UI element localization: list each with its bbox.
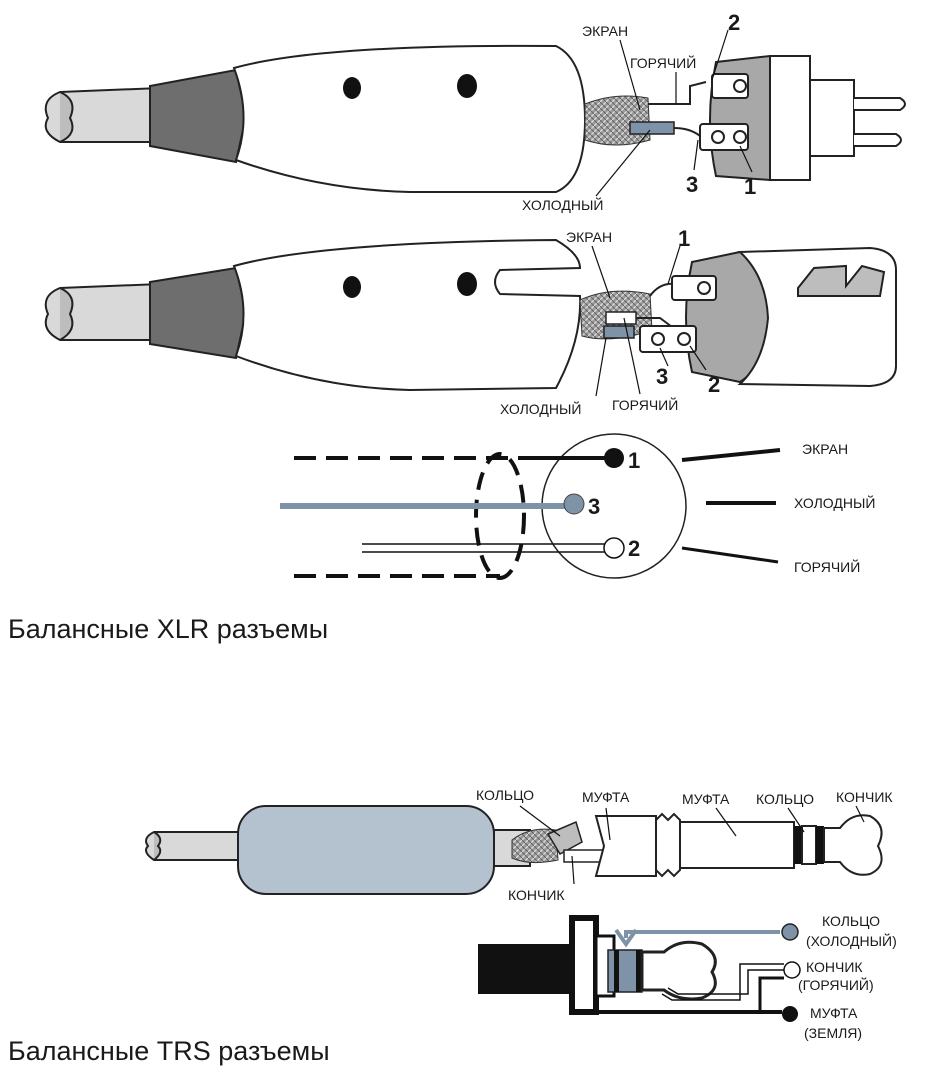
- xlr-male-cold-wire: [629, 121, 675, 135]
- trs-schematic-tip-dot: [783, 961, 801, 979]
- trs-plug-ring-left-label: КОЛЬЦО: [476, 787, 534, 803]
- trs-schematic-tip-label: КОНЧИК: [806, 959, 863, 975]
- xlr-male-strain-relief: [149, 68, 248, 164]
- xlr-female-hot-label: ГОРЯЧИЙ: [612, 396, 678, 413]
- trs-schematic-sleeve-label: МУФТА: [810, 1005, 858, 1021]
- xlr-female-cold-label: ХОЛОДНЫЙ: [500, 400, 581, 417]
- xlr-schematic: [280, 433, 781, 580]
- xlr-schematic-cold-label: ХОЛОДНЫЙ: [794, 494, 875, 511]
- xlr-male-pin-top-label: 2: [728, 10, 740, 35]
- trs-schematic-hot-wire: [661, 963, 784, 1001]
- xlr-female-cable: [44, 282, 161, 341]
- trs-cable: [145, 831, 251, 861]
- trs-plug-body: [237, 805, 495, 895]
- xlr-male-connector: [44, 29, 906, 197]
- trs-ring-band: [794, 826, 802, 864]
- xlr-male-braid: [584, 95, 651, 146]
- xlr-female-strain-relief: [149, 266, 248, 360]
- trs-schematic-ring-label: КОЛЬЦО: [822, 913, 880, 929]
- trs-plug-sleeve-left-label: МУФТА: [582, 789, 630, 805]
- trs-schematic-cold-wire: [624, 930, 780, 938]
- xlr-pin-1-dot: [604, 448, 624, 468]
- xlr-schematic-pin2-label: 2: [628, 536, 640, 561]
- trs-plug-ring-right-label: КОЛЬЦО: [756, 791, 814, 807]
- xlr-male-cable: [44, 86, 161, 143]
- trs-schematic-ring-sub-label: (ХОЛОДНЫЙ): [806, 932, 897, 949]
- trs-tip: [823, 814, 883, 876]
- xlr-heading: Балансные XLR разъемы: [8, 614, 329, 644]
- xlr-schematic-screen-label: ЭКРАН: [802, 441, 848, 457]
- xlr-female-latch: [797, 264, 886, 297]
- trs-schematic-tip: [640, 940, 717, 1001]
- xlr-female-pin-top-label: 1: [678, 226, 690, 251]
- trs-plug-sleeve-right-label: МУФТА: [682, 791, 730, 807]
- xlr-male-pin-right-label: 1: [744, 174, 756, 199]
- xlr-male-shell: [232, 44, 587, 193]
- xlr-schematic-hot-label: ГОРЯЧИЙ: [794, 558, 860, 575]
- trs-thread: [655, 812, 681, 878]
- xlr-male-screw-hole: [343, 77, 361, 99]
- xlr-schematic-pin1-label: 1: [628, 448, 640, 473]
- trs-schematic-cable: [478, 944, 576, 994]
- trs-schematic-ring-dot: [781, 923, 799, 941]
- xlr-female-screw-hole: [457, 272, 477, 296]
- trs-schematic-tip-sub-label: (ГОРЯЧИЙ): [798, 976, 874, 993]
- xlr-pin-2-dot: [603, 537, 625, 559]
- trs-plug-tip-left-label: КОНЧИК: [508, 887, 565, 903]
- trs-schematic-sleeve-sub-label: (ЗЕМЛЯ): [804, 1025, 862, 1041]
- trs-schematic: [478, 915, 801, 1022]
- xlr-male-cold-label: ХОЛОДНЫЙ: [522, 196, 603, 213]
- xlr-shield-outline: [474, 452, 526, 580]
- xlr-female-cold-wire: [603, 325, 635, 339]
- xlr-female-pin-mid-label: 3: [656, 364, 668, 389]
- xlr-female-shell: [232, 238, 582, 392]
- xlr-male-pins: [854, 97, 906, 147]
- trs-heading: Балансные TRS разъемы: [8, 1036, 330, 1066]
- xlr-female-pin-right-label: 2: [708, 372, 720, 397]
- trs-braid: [511, 828, 559, 864]
- trs-sleeve: [679, 821, 795, 869]
- xlr-male-screen-label: ЭКРАН: [582, 23, 628, 39]
- trs-plug-tip-right-label: КОНЧИК: [836, 789, 893, 805]
- xlr-male-hot-label: ГОРЯЧИЙ: [630, 54, 696, 71]
- xlr-male-pin-mid-label: 3: [686, 172, 698, 197]
- xlr-schematic-pin3-label: 3: [588, 494, 600, 519]
- trs-schematic-sleeve-dot: [782, 1006, 798, 1022]
- xlr-male-screw-hole: [457, 74, 477, 98]
- xlr-female-screen-label: ЭКРАН: [566, 229, 612, 245]
- xlr-female-connector: [44, 238, 897, 397]
- xlr-female-screw-hole: [343, 276, 361, 298]
- xlr-pin-3-dot: [563, 493, 585, 515]
- trs-plug: [145, 805, 883, 895]
